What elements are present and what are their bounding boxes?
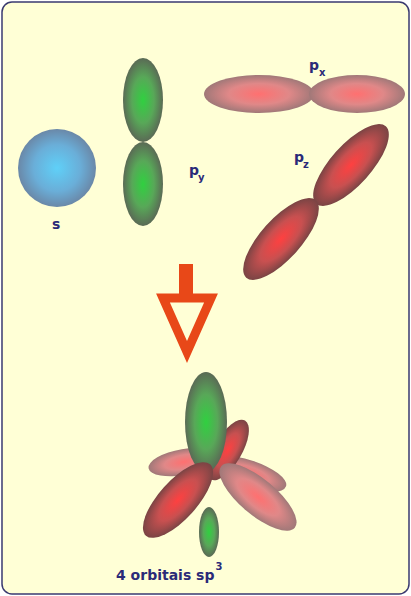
orbital-label: p (309, 58, 319, 72)
orbital-subscript: x (319, 68, 325, 78)
orbital-subscript: y (198, 173, 205, 183)
orbital-label: s (52, 217, 60, 231)
caption-label: 4 orbitais sp (116, 568, 214, 582)
superscript-label: 3 (215, 562, 222, 572)
orbital-label: p (189, 163, 199, 177)
orbital-label: p (294, 150, 304, 164)
orbital-subscript: z (303, 160, 309, 170)
